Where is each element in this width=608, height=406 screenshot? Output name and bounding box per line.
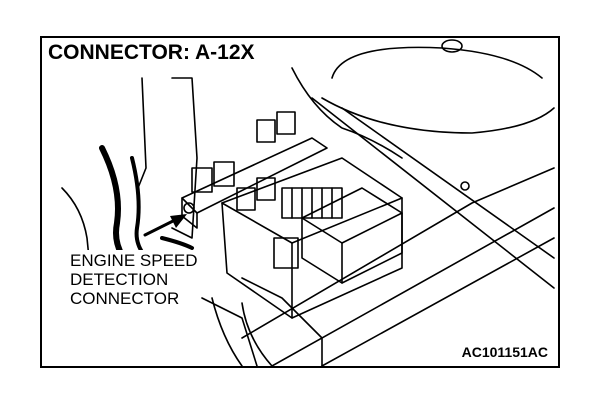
connector-callout: ENGINE SPEED DETECTION CONNECTOR: [68, 250, 201, 309]
callout-line-1: ENGINE SPEED: [70, 251, 198, 270]
bracket-rail: [181, 137, 328, 214]
diagram-title: CONNECTOR: A-12X: [48, 41, 259, 65]
body-edge: [61, 187, 93, 289]
lower-block: [241, 277, 323, 366]
reservoir-top: [331, 46, 543, 79]
fuse-relay: [256, 177, 276, 201]
panel-edge-5: [321, 237, 555, 366]
fuse-relay: [273, 237, 299, 269]
arrow-icon: [170, 214, 187, 228]
relay-block: [213, 161, 235, 187]
wiring-harness: [130, 156, 154, 265]
callout-line-2: DETECTION: [70, 270, 169, 289]
callout-line-3: CONNECTOR: [70, 289, 180, 308]
panel-edge-2: [341, 107, 555, 259]
housing-panel-left: [171, 77, 198, 239]
fuse-box-body: [221, 157, 403, 319]
relay-block: [191, 167, 213, 193]
hose-upper: [291, 67, 403, 159]
panel-edge-3: [241, 167, 555, 339]
fuse-dividers: [291, 187, 333, 219]
frame-edge: [241, 302, 273, 366]
relay-cover: [301, 187, 403, 284]
relay-block: [276, 111, 296, 135]
reservoir-bottom: [321, 97, 555, 134]
engine-bay-illustration: [61, 39, 555, 366]
bolt: [183, 202, 195, 214]
relay-block: [256, 119, 276, 143]
diagram-frame: CONNECTOR: A-12X ENGINE SPEED DETECTION …: [40, 36, 560, 368]
panel-edge-4: [271, 207, 555, 366]
frame-edge: [211, 297, 243, 366]
bolt: [460, 181, 470, 191]
figure-code: AC101151AC: [459, 344, 550, 360]
panel-edge-1: [311, 97, 555, 289]
bracket-rail-side: [181, 197, 198, 229]
housing-edge: [137, 77, 147, 189]
reservoir-cap: [441, 39, 463, 53]
lower-panel: [201, 297, 258, 366]
fuse-relay: [236, 187, 256, 211]
wiring-harness: [160, 236, 194, 250]
